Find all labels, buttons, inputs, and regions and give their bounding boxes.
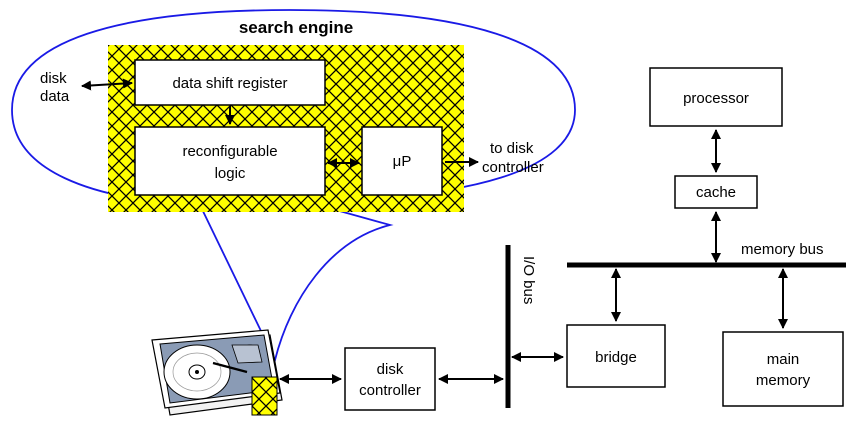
data-shift-register-box	[134, 59, 326, 106]
hard-disk-icon	[151, 329, 283, 416]
cache-box	[674, 175, 758, 209]
main-memory-label-2: memory	[756, 372, 811, 389]
reconfigurable-logic-label-2: logic	[215, 165, 246, 182]
search-engine-title: search engine	[239, 18, 353, 37]
memory-bus-label: memory bus	[741, 241, 824, 258]
to-disk-controller-label-2: controller	[482, 159, 544, 176]
bridge-label: bridge	[595, 349, 637, 366]
main-memory-label-1: main	[767, 351, 800, 368]
disk-data-label-1: disk	[40, 70, 67, 87]
io-bus-label: I/O bus	[520, 256, 537, 304]
disk-data-arrow	[81, 78, 133, 91]
main-memory-box	[722, 331, 844, 407]
bridge-box	[566, 324, 666, 388]
cache-label: cache	[696, 184, 736, 201]
disk-data-label-2: data	[40, 88, 70, 105]
disk-controller-label-1: disk	[377, 361, 404, 378]
data-shift-register-label: data shift register	[172, 75, 287, 92]
disk-controller-box	[344, 347, 436, 411]
to-disk-controller-label-1: to disk	[490, 140, 534, 157]
microprocessor-label: μP	[393, 153, 412, 170]
processor-label: processor	[683, 90, 749, 107]
reconfigurable-logic-box	[134, 126, 326, 196]
disk-controller-label-2: controller	[359, 382, 421, 399]
processor-box	[649, 67, 783, 127]
microprocessor-box	[361, 126, 443, 196]
reconfigurable-logic-label-1: reconfigurable	[182, 143, 277, 160]
